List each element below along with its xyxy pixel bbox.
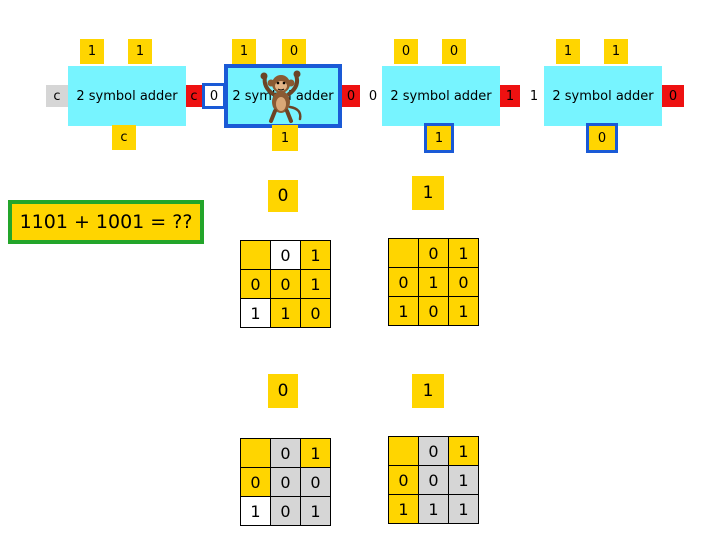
adder-1-input-b: 1 (128, 39, 152, 64)
adder-4-input-b: 1 (604, 39, 628, 64)
table-3-col-header: 0 (270, 438, 301, 468)
table-2-cell: 0 (418, 296, 449, 326)
table-2-row-header: 1 (388, 296, 419, 326)
table-1-col-header: 1 (300, 240, 331, 270)
table-4-cell: 1 (418, 494, 449, 524)
truth-table-4: 0 1 0 0 1 1 1 1 (388, 436, 479, 524)
table-4-carry: 1 (412, 374, 444, 408)
adder-4-carry-out: 1 (529, 88, 539, 104)
adder-4-carry-in: 0 (662, 85, 684, 107)
table-2-cell: 0 (448, 267, 479, 297)
adder-2-input-b: 0 (282, 39, 306, 64)
truth-table-2: 0 1 0 1 0 1 0 1 (388, 238, 479, 326)
table-1-cell: 0 (270, 269, 301, 299)
table-4-cell: 1 (448, 494, 479, 524)
adder-2-output: 1 (272, 125, 298, 151)
table-2-cell: 1 (448, 296, 479, 326)
adder-3-label: 2 symbol adder (390, 88, 492, 104)
adder-3-carry-in: 1 (500, 85, 520, 107)
adder-1-input-a: 1 (80, 39, 104, 64)
table-1-corner (240, 240, 271, 270)
table-1-cell: 1 (270, 298, 301, 328)
adder-1-output: c (112, 125, 136, 150)
table-3-carry: 0 (268, 374, 298, 408)
table-4-cell: 1 (448, 465, 479, 495)
table-2-corner (388, 238, 419, 268)
table-1-cell: 0 (300, 298, 331, 328)
adder-1-label: 2 symbol adder (76, 88, 178, 104)
adder-4-input-a: 1 (556, 39, 580, 64)
adder-3-carry-out: 0 (368, 88, 378, 104)
table-4-corner (388, 436, 419, 466)
adder-1-carry-out: c (46, 85, 68, 107)
table-3-cell: 1 (300, 496, 331, 526)
table-1-carry: 0 (268, 180, 298, 212)
truth-table-3: 0 1 0 0 0 1 0 1 (240, 438, 331, 526)
table-2-carry: 1 (412, 176, 444, 210)
table-3-row-header: 1 (240, 496, 271, 526)
table-1-col-header: 0 (270, 240, 301, 270)
table-1-cell: 1 (300, 269, 331, 299)
adder-3-input-b: 0 (442, 39, 466, 64)
table-3-cell: 0 (300, 467, 331, 497)
table-3-cell: 0 (270, 467, 301, 497)
table-1-row-header: 0 (240, 269, 271, 299)
adder-3[interactable]: 2 symbol adder (382, 66, 500, 126)
table-3-cell: 0 (270, 496, 301, 526)
table-4-row-header: 1 (388, 494, 419, 524)
adder-2-carry-in: 0 (342, 85, 360, 107)
table-4-cell: 0 (418, 465, 449, 495)
table-4-row-header: 0 (388, 465, 419, 495)
table-3-corner (240, 438, 271, 468)
adder-2-input-a: 1 (232, 39, 256, 64)
adder-4-label: 2 symbol adder (552, 88, 654, 104)
table-2-cell: 1 (418, 267, 449, 297)
adder-4-output: 0 (586, 123, 618, 153)
table-4-col-header: 1 (448, 436, 479, 466)
adder-1[interactable]: 2 symbol adder (68, 66, 186, 126)
table-2-col-header: 0 (418, 238, 449, 268)
truth-table-1: 0 1 0 0 1 1 1 0 (240, 240, 331, 328)
adder-3-output: 1 (424, 123, 454, 153)
adder-2-carry-out: 0 (202, 83, 226, 109)
table-3-col-header: 1 (300, 438, 331, 468)
adder-1-carry-in: c (186, 85, 202, 107)
monkey-icon (260, 70, 302, 123)
table-3-row-header: 0 (240, 467, 271, 497)
table-2-col-header: 1 (448, 238, 479, 268)
problem-statement: 1101 + 1001 = ?? (8, 200, 204, 244)
adder-3-input-a: 0 (394, 39, 418, 64)
adder-4[interactable]: 2 symbol adder (544, 66, 662, 126)
table-2-row-header: 0 (388, 267, 419, 297)
table-1-row-header: 1 (240, 298, 271, 328)
table-4-col-header: 0 (418, 436, 449, 466)
